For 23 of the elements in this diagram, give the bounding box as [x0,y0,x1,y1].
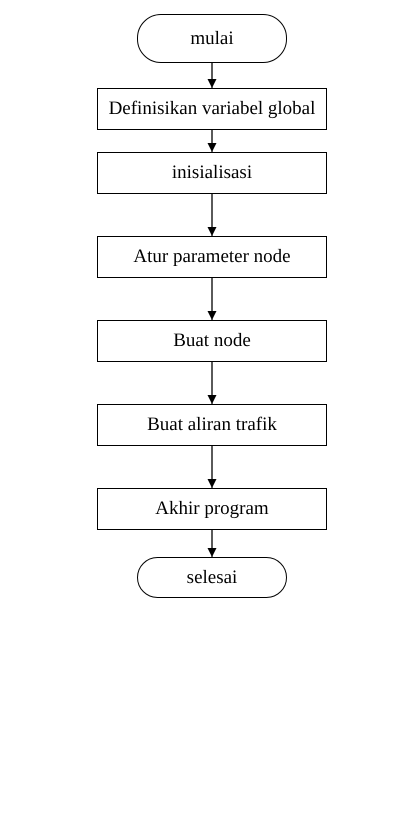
node-label: selesai [186,566,238,588]
arrow [208,63,216,88]
arrow [208,362,216,404]
terminal-shape [137,14,287,63]
node-label: inisialisasi [172,162,252,184]
node-label: Definisikan variabel global [108,98,316,120]
process-box [97,236,327,278]
node-label: mulai [190,28,234,50]
node-label: Buat node [173,330,251,352]
process-box [97,488,327,530]
process-box [97,404,327,446]
process-box [97,320,327,362]
arrow [208,446,216,488]
process-box [97,152,327,194]
node-label: Atur parameter node [133,246,291,268]
process-box [97,88,327,130]
arrow [208,530,216,557]
arrow [208,278,216,320]
terminal-shape [137,557,287,598]
node-label: Akhir program [155,498,269,520]
node-label: Buat aliran trafik [147,414,277,436]
arrow [208,194,216,236]
arrow [208,130,216,152]
